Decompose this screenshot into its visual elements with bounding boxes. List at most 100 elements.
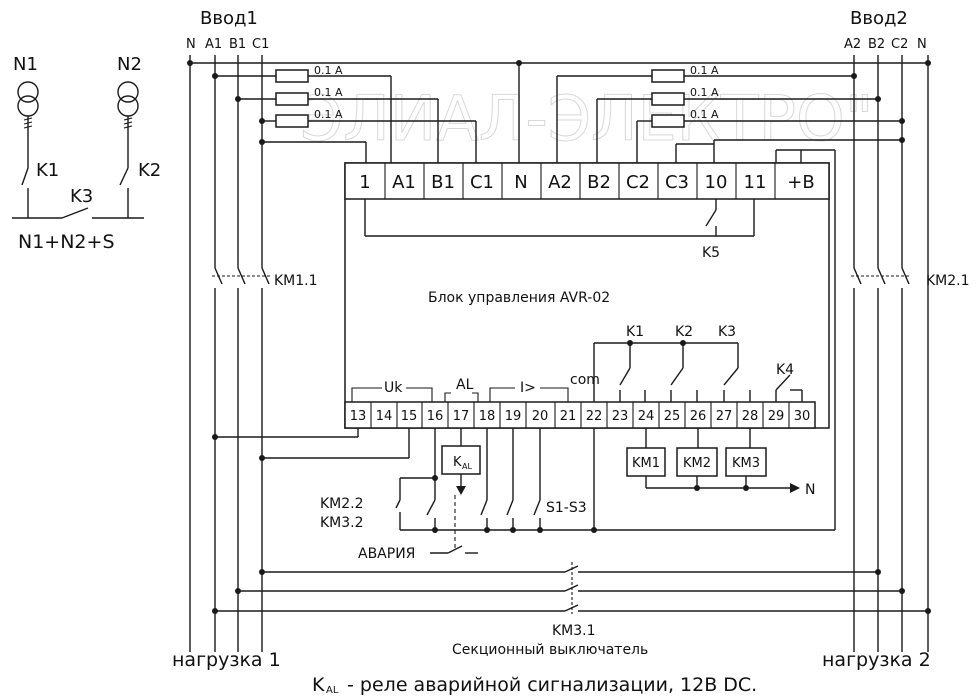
coil-km2-label: KM2	[683, 456, 711, 471]
km31-label: KM3.1	[552, 623, 596, 639]
section-switch-label: Секционный выключатель	[452, 642, 648, 658]
right-phase-b2: B2	[868, 37, 885, 52]
terminal-10: 10	[705, 172, 728, 193]
control-unit	[344, 162, 830, 429]
unit-title: Блок управления AVR-02	[428, 290, 610, 306]
terminal-plus-b: +B	[787, 172, 814, 193]
sketch-k1-label: K1	[36, 160, 59, 181]
relay-contacts: K1 K2 K3 K4	[593, 324, 803, 402]
fuse-b1-icon	[275, 92, 309, 106]
km22-label: KM2.2	[320, 496, 364, 512]
terminal-a2: A2	[548, 172, 572, 193]
terminal-13: 13	[350, 409, 367, 424]
load1-label: нагрузка 1	[172, 649, 281, 671]
coil-km3-label: KM3	[732, 456, 760, 471]
right-fuses: 0.1 A 0.1 A 0.1 A	[556, 64, 905, 163]
input2-title: Ввод2	[850, 8, 908, 29]
terminal-24: 24	[638, 409, 655, 424]
terminal-25: 25	[664, 409, 681, 424]
km21-label: KM2.1	[926, 273, 970, 289]
footnote-text: - реле аварийной сигнализации, 12В DC.	[341, 674, 757, 696]
fuse-a2-rating: 0.1 A	[690, 64, 719, 77]
right-phase-labels: A2 B2 C2 N	[844, 37, 927, 52]
terminal-18: 18	[479, 409, 496, 424]
terminal-26: 26	[690, 409, 707, 424]
group-com: com	[570, 372, 600, 388]
fuse-c2-icon	[651, 114, 685, 128]
coil-km1	[626, 447, 666, 477]
footnote-al: AL	[326, 685, 339, 696]
terminal-a1: A1	[392, 172, 416, 193]
fuse-b2-icon	[651, 92, 685, 106]
left-fuses: 0.1 A 0.1 A 0.1 A	[212, 64, 477, 163]
coil-km3	[725, 447, 767, 477]
right-phase-a2: A2	[844, 37, 861, 52]
terminal-1: 1	[359, 172, 370, 193]
km21-contactor: KM2.1	[845, 262, 970, 289]
fuse-a1-rating: 0.1 A	[314, 64, 343, 77]
fuse-b2-rating: 0.1 A	[690, 86, 719, 99]
terminal-30: 30	[794, 409, 811, 424]
kal-relay	[441, 445, 481, 475]
load2-label: нагрузка 2	[822, 649, 931, 671]
terminal-27: 27	[716, 409, 733, 424]
footnote: K AL - реле аварийной сигнализации, 12В …	[312, 674, 757, 696]
fuse-a2-icon	[651, 69, 685, 83]
transformer-n2-icon	[117, 81, 139, 132]
terminal-28: 28	[742, 409, 759, 424]
source-sketch: N1 N2 K1 K2 K3 N1+N2+S	[12, 54, 161, 253]
coil-km1-label: KM1	[632, 456, 660, 471]
coil-n-label: N	[805, 482, 815, 498]
terminal-c1: C1	[470, 172, 494, 193]
group-i: I>	[520, 380, 536, 396]
terminal-b1: B1	[431, 172, 455, 193]
fuse-a1-icon	[275, 69, 309, 83]
right-bus	[853, 55, 929, 652]
kal-label-main: K	[453, 455, 462, 470]
km11-contactor: KM1.1	[205, 262, 318, 289]
terminal-c2: C2	[626, 172, 650, 193]
k5-label: K5	[702, 245, 720, 261]
relay-k2-label: K2	[675, 324, 693, 340]
left-phase-b1: B1	[229, 37, 246, 52]
k5-contact: K5	[364, 199, 755, 261]
watermark: ЭЛИАЛ-ЭЛЕКТРО"	[300, 82, 873, 155]
terminal-22: 22	[586, 409, 603, 424]
relay-k1-label: K1	[626, 324, 644, 340]
km11-label: KM1.1	[274, 273, 318, 289]
kal-label-sub: AL	[462, 462, 472, 471]
transformer-n1-icon	[17, 81, 39, 132]
mode-label: N1+N2+S	[18, 231, 115, 253]
fuse-b1-rating: 0.1 A	[314, 86, 343, 99]
terminal-11: 11	[744, 172, 767, 193]
section-switch: KM3.1 Секционный выключатель	[212, 562, 931, 658]
terminal-b2: B2	[587, 172, 611, 193]
group-al: AL	[456, 377, 474, 393]
alarm-label: АВАРИЯ	[358, 546, 415, 562]
relay-k3-label: K3	[718, 324, 736, 340]
bottom-terminal-strip: 13 14 15 16 17 18 19 20 21 22 23 24 25 2…	[344, 401, 816, 429]
sketch-k3-label: K3	[70, 186, 93, 207]
left-phase-c1: C1	[252, 37, 269, 52]
terminal-29: 29	[768, 409, 785, 424]
left-phase-n: N	[186, 37, 196, 52]
left-bus	[189, 55, 263, 652]
sketch-k2-label: K2	[138, 160, 161, 181]
s1-s3-label: S1-S3	[546, 500, 587, 516]
terminal-20: 20	[532, 409, 549, 424]
terminal-21: 21	[560, 409, 577, 424]
terminal-14: 14	[376, 409, 393, 424]
left-phase-a1: A1	[205, 37, 222, 52]
fuse-c2-rating: 0.1 A	[690, 108, 719, 121]
group-uk: Uk	[384, 380, 403, 396]
relay-k4-label: K4	[776, 362, 794, 378]
lower-wiring: K AL S1-S3 KM1 KM2 KM3	[212, 149, 836, 562]
terminal-c3: C3	[665, 172, 689, 193]
group-brackets: Uk AL I> com	[351, 372, 600, 402]
top-terminal-strip: 1 A1 B1 C1 N A2 B2 C2 C3 10 11 +B	[344, 162, 830, 200]
footnote-k: K	[312, 674, 325, 696]
right-phase-c2: C2	[891, 37, 908, 52]
terminal-n: N	[514, 172, 527, 193]
